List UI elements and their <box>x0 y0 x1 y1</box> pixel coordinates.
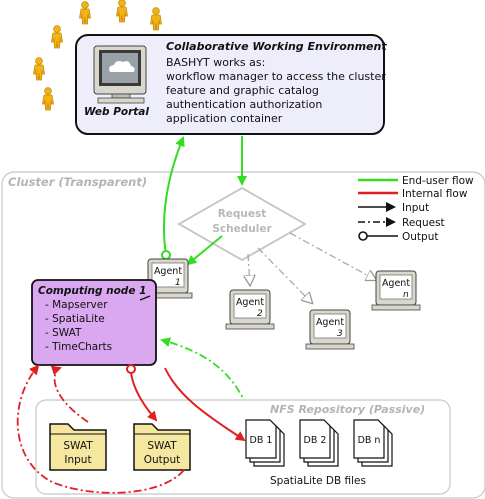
cwe-intro: BASHYT works as: <box>166 56 265 69</box>
flow-node-to-db1 <box>164 367 246 442</box>
agent-n: Agent n <box>371 270 421 311</box>
cwe-line: authentication authorization <box>166 98 322 111</box>
agent-3: Agent 3 <box>305 309 355 350</box>
db-caption: SpatiaLite DB files <box>270 475 366 487</box>
agent-1: Agent 1 <box>143 258 193 299</box>
agent-2: Agent 2 <box>225 289 275 330</box>
node-title: Computing node 1 <box>38 285 146 297</box>
agent-label: Agent <box>382 278 410 289</box>
legend: End-user flow Internal flow Input Reques… <box>358 175 474 243</box>
cwe-line: workflow manager to access the cluster <box>166 70 386 83</box>
link-agent1-node <box>139 295 151 301</box>
agent-label: Agent <box>154 266 182 277</box>
node-item: - Mapserver <box>45 299 108 311</box>
folder-label: Input <box>64 454 91 466</box>
agent-number: 2 <box>257 309 263 319</box>
db-label: DB n <box>358 435 381 446</box>
web-portal-label: Web Portal <box>84 106 149 118</box>
legend-request-label: Request <box>402 217 445 229</box>
cwe-line: application container <box>166 112 283 125</box>
folder-swat-output: SWAT Output <box>133 423 191 471</box>
agent-label: Agent <box>236 297 264 308</box>
db-n: DB n <box>353 419 393 467</box>
flow-input-to-node <box>50 365 89 423</box>
agent-number: 3 <box>337 329 343 339</box>
folder-label: Output <box>144 454 180 466</box>
folder-label: SWAT <box>63 440 93 452</box>
db-label: DB 2 <box>304 435 327 446</box>
db-2: DB 2 <box>299 419 339 467</box>
computing-node-box <box>31 279 157 366</box>
nfs-label: NFS Repository (Passive) <box>270 403 425 416</box>
legend-input-label: Input <box>402 202 429 214</box>
cwe-title: Collaborative Working Environment <box>166 40 387 53</box>
request-scheduler <box>176 186 308 262</box>
agent-label: Agent <box>316 317 344 328</box>
legend-internal-label: Internal flow <box>402 188 468 200</box>
folder-label: SWAT <box>147 440 177 452</box>
cwe-box <box>75 34 385 135</box>
legend-output-label: Output <box>402 231 438 243</box>
db-1: DB 1 <box>245 419 285 467</box>
cluster-label: Cluster (Transparent) <box>8 175 147 189</box>
scheduler-label: Scheduler <box>212 223 272 235</box>
flow-to-agentn <box>289 232 376 280</box>
flow-to-agent3 <box>257 247 312 303</box>
agent-number: 1 <box>175 278 181 288</box>
flow-to-agent2 <box>248 253 250 285</box>
legend-enduser-label: End-user flow <box>402 175 474 187</box>
cwe-line: feature and graphic catalog <box>166 84 319 97</box>
flow-scheduler-to-agent1 <box>186 235 223 266</box>
folder-swat-input: SWAT Input <box>49 423 107 471</box>
node-item: - SWAT <box>45 327 82 339</box>
agent-number: n <box>403 290 409 300</box>
cluster-container <box>1 171 485 499</box>
computer-icon <box>93 45 147 104</box>
node-item: - TimeCharts <box>45 341 112 353</box>
flow-agent1-to-portal <box>163 136 185 256</box>
flow-output-to-node <box>16 364 185 494</box>
flow-node-to-output <box>130 372 158 422</box>
scheduler-label: Request <box>218 208 267 220</box>
db-label: DB 1 <box>250 435 273 446</box>
node-item: - SpatiaLite <box>45 313 105 325</box>
